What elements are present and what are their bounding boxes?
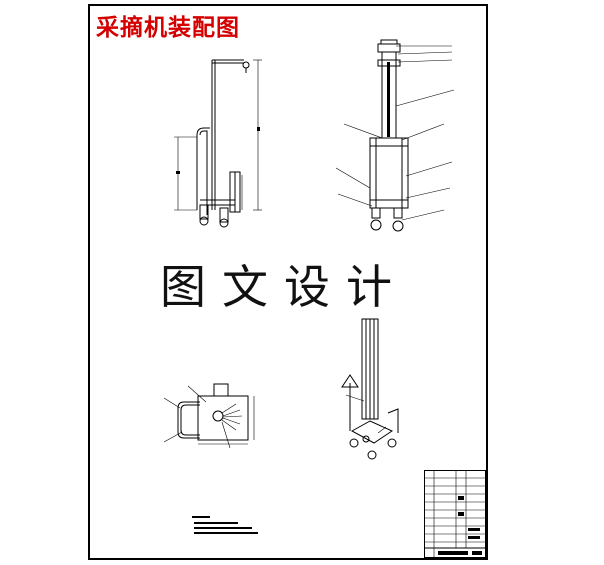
side-view: [335, 39, 455, 232]
isometric-view: [341, 318, 399, 460]
notes-lines: [192, 516, 258, 534]
drawing-sheet-border: [88, 4, 488, 560]
technical-notes: [192, 514, 272, 540]
watermark-text: 图文设计: [160, 260, 408, 314]
drawing-title: 采摘机装配图: [96, 14, 240, 41]
title-block: [424, 470, 486, 558]
front-view: [174, 59, 262, 228]
top-view: [163, 383, 255, 449]
